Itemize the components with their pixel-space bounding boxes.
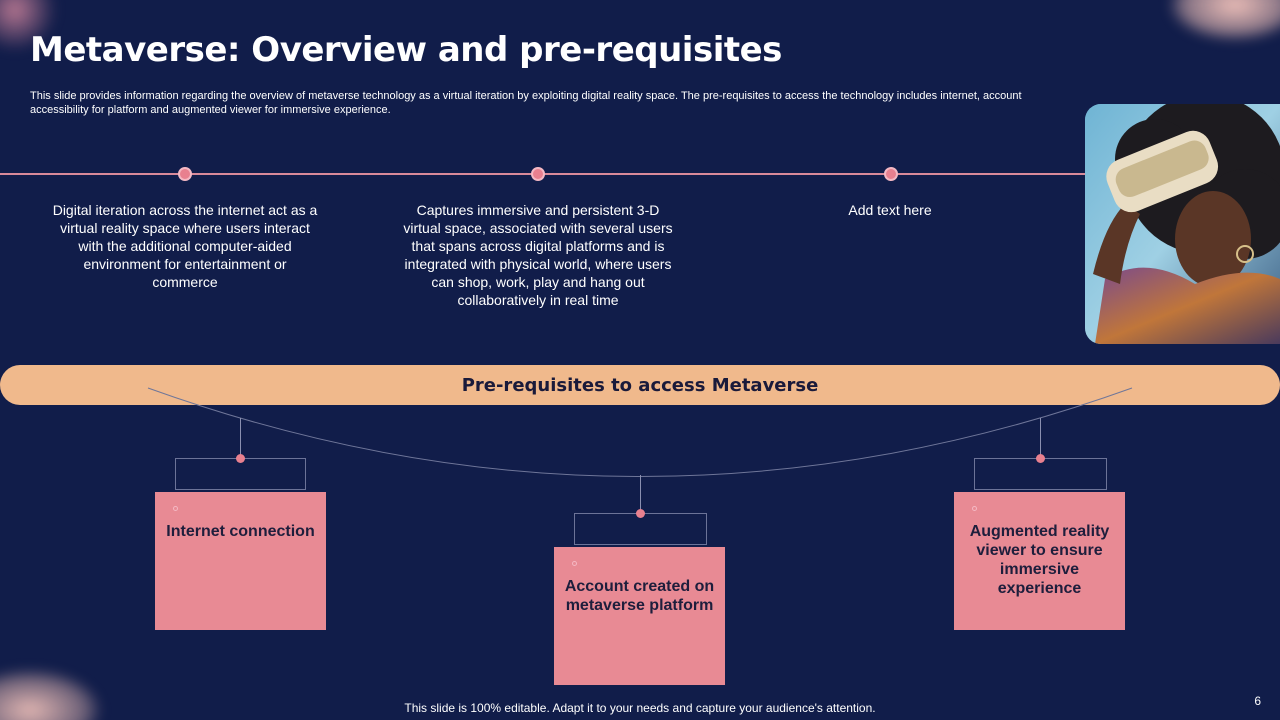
page-number: 6: [1254, 694, 1261, 708]
slide-title: Metaverse: Overview and pre-requisites: [30, 30, 782, 70]
prerequisite-card-2: Account created on metaverse platform: [554, 547, 725, 685]
card-mark-1: [173, 506, 178, 511]
timeline-dot-3: [884, 167, 898, 181]
prerequisite-label-2: Account created on metaverse platform: [564, 578, 715, 614]
connector-3: [1040, 418, 1041, 458]
connector-1: [240, 418, 241, 458]
timeline-text-3: Add text here: [848, 202, 932, 218]
prerequisites-banner: Pre-requisites to access Metaverse: [0, 365, 1280, 405]
connector-dot-3: [1036, 454, 1045, 463]
timeline-text-1: Digital iteration across the internet ac…: [52, 202, 318, 290]
prerequisite-label-3: Augmented reality viewer to ensure immer…: [969, 523, 1110, 597]
card-mark-3: [972, 506, 977, 511]
prerequisite-label-1: Internet connection: [166, 523, 315, 540]
prerequisite-card-3: Augmented reality viewer to ensure immer…: [954, 492, 1125, 630]
vr-person-illustration: [1085, 104, 1280, 344]
prerequisite-card-1: Internet connection: [155, 492, 326, 630]
connector-dot-1: [236, 454, 245, 463]
slide-subtitle: This slide provides information regardin…: [30, 90, 1022, 116]
timeline-dot-2: [531, 167, 545, 181]
slide-footer: This slide is 100% editable. Adapt it to…: [404, 701, 876, 715]
connector-2: [640, 475, 641, 513]
timeline-text-2: Captures immersive and persistent 3-D vi…: [403, 202, 673, 308]
banner-label: Pre-requisites to access Metaverse: [461, 374, 819, 396]
connector-dot-2: [636, 509, 645, 518]
timeline-dot-1: [178, 167, 192, 181]
vr-headset-photo: [1085, 104, 1280, 344]
card-mark-2: [572, 561, 577, 566]
